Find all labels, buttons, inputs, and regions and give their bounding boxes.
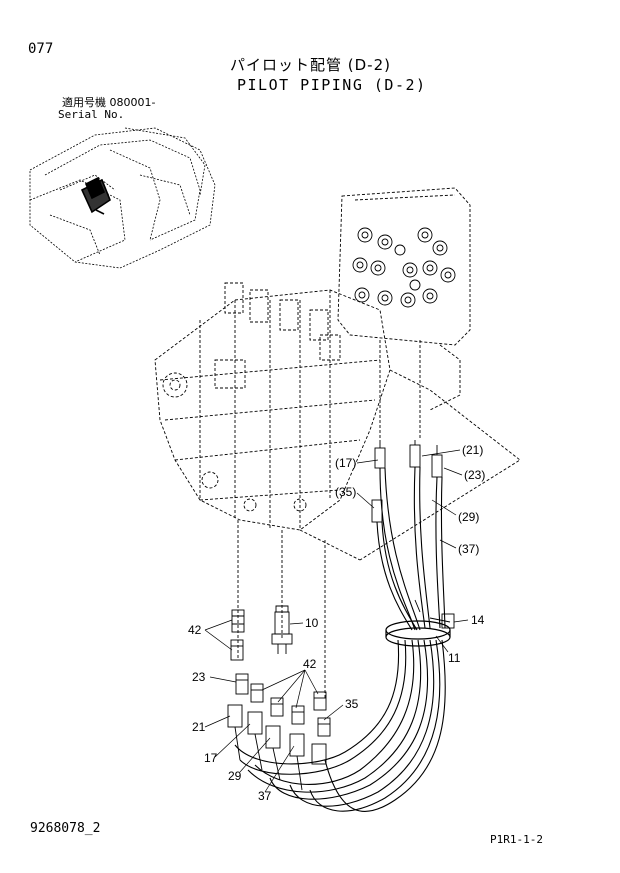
callout-37-lower: 37	[258, 789, 272, 803]
hose-clamp	[385, 620, 451, 647]
callout-17-lower: 17	[204, 751, 218, 765]
callout-35-lower: 35	[345, 697, 359, 711]
callout-42-lower: 42	[303, 657, 317, 671]
bolt-14	[414, 599, 455, 629]
control-valve-body	[154, 282, 521, 700]
title-english: PILOT PIPING (D-2)	[237, 76, 427, 94]
callout-29-lower: 29	[228, 769, 242, 783]
pilot-valve-block	[337, 187, 471, 440]
leader-lines	[204, 449, 469, 793]
callout-14: 14	[471, 613, 485, 627]
serial-label-english: Serial No.	[58, 108, 125, 121]
document-number: 9268078_2	[30, 821, 101, 836]
highlighted-valve-icon	[80, 176, 111, 215]
pressure-switch-10	[271, 605, 293, 654]
callout-35: (35)	[335, 485, 356, 499]
callout-42-upper: 42	[188, 623, 202, 637]
callout-10: 10	[305, 616, 319, 630]
page-code: P1R1-1-2	[490, 833, 543, 846]
lower-fittings	[227, 609, 331, 791]
serial-label-japanese: 適用号機 080001-	[62, 96, 156, 109]
title-japanese: パイロット配管 (D-2)	[230, 56, 391, 74]
callout-23-lower: 23	[192, 670, 206, 684]
callout-11: 11	[448, 651, 461, 665]
callout-23: (23)	[464, 468, 485, 482]
machine-locator-icon	[29, 127, 216, 269]
callout-21: (21)	[462, 443, 483, 457]
callout-29: (29)	[458, 510, 479, 524]
callout-21-lower: 21	[192, 720, 206, 734]
hose-fittings-upper	[371, 440, 443, 523]
pilot-hose-bundle	[234, 466, 446, 812]
page-number: 077	[28, 41, 54, 57]
callout-17: (17)	[335, 456, 356, 470]
pilot-valve-ports	[352, 227, 456, 308]
callout-labels: (17) (21) (23) (29) (35) (37) 14 11 42 1…	[188, 443, 485, 803]
callout-37: (37)	[458, 542, 479, 556]
